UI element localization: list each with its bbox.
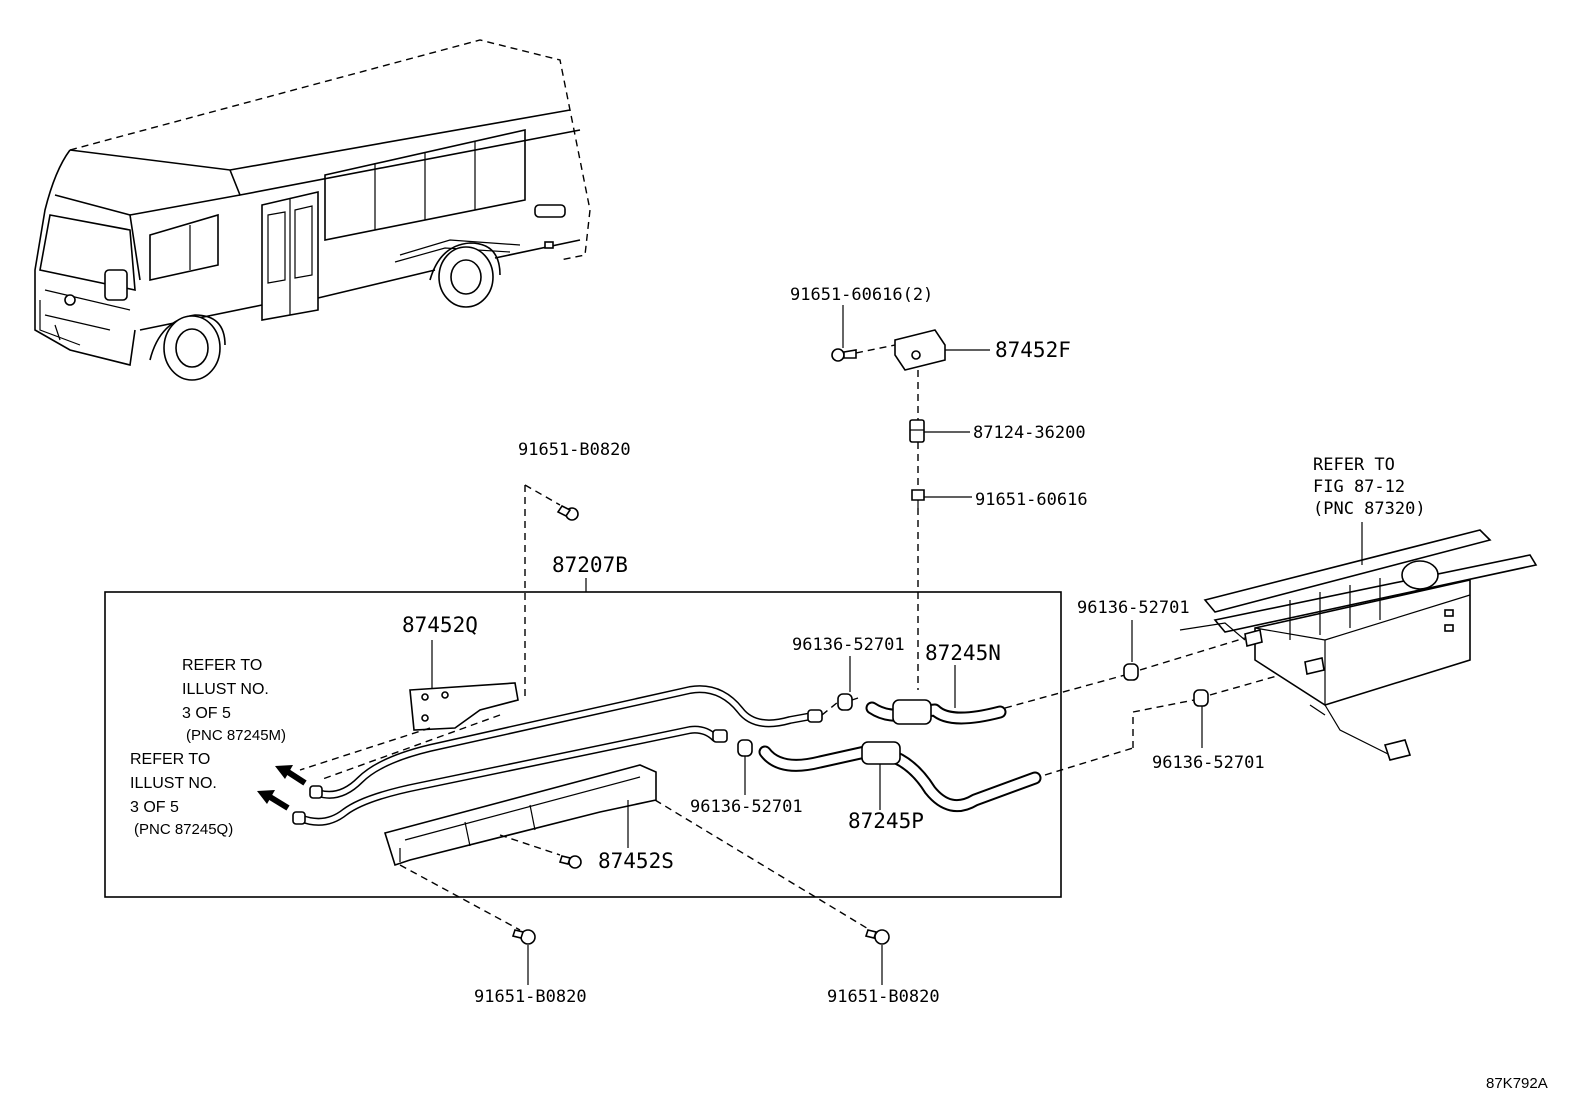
pipe-lower (296, 725, 728, 826)
label-87245p: 87245P (848, 809, 924, 833)
clip-icon (909, 419, 925, 443)
svg-text:REFER TO: REFER TO (130, 751, 210, 768)
svg-text:ILLUST NO.: ILLUST NO. (130, 775, 217, 792)
bolt-icon (556, 504, 579, 521)
pipe-upper (314, 685, 823, 799)
rear-wheel (429, 242, 501, 308)
label-96136-52701-right-top: 96136-52701 (1077, 598, 1190, 618)
bolt-icon (511, 929, 536, 945)
drawing-code: 87K792A (1486, 1075, 1548, 1092)
label-87452q: 87452Q (402, 613, 478, 637)
label-96136-52701-mid: 96136-52701 (690, 797, 803, 817)
refer-note-87245m: REFER TO ILLUST NO. 3 OF 5 (PNC 87245M) (182, 657, 286, 744)
hose-87245n (865, 699, 1007, 725)
label-91651-60616-2: 91651-60616(2) (790, 285, 933, 305)
svg-text:3 OF 5: 3 OF 5 (182, 705, 231, 722)
svg-text:ILLUST NO.: ILLUST NO. (182, 681, 269, 698)
clamp-icon (737, 739, 753, 757)
clamp-icon (837, 693, 859, 711)
heater-unit (1179, 529, 1538, 761)
clamp-icon (1193, 689, 1209, 707)
refer-note-87245q: REFER TO ILLUST NO. 3 OF 5 (PNC 87245Q) (130, 751, 233, 838)
label-87124-36200: 87124-36200 (973, 423, 1086, 443)
label-96136-52701-top: 96136-52701 (792, 635, 905, 655)
bolt-icon (911, 489, 925, 508)
bracket-87452q (299, 682, 519, 781)
clamp-icon (1123, 663, 1139, 681)
svg-text:(PNC 87245Q): (PNC 87245Q) (134, 821, 233, 838)
hose-87245p (758, 741, 1042, 813)
label-96136-52701-right-bottom: 96136-52701 (1152, 753, 1265, 773)
label-91651-60616: 91651-60616 (975, 490, 1088, 510)
svg-text:FIG 87-12: FIG 87-12 (1313, 477, 1405, 497)
label-91651-b0820-bottom-left: 91651-B0820 (474, 987, 587, 1007)
bus-illustration (34, 39, 591, 381)
assembly-label: 87207B (552, 553, 628, 577)
label-91651-b0820-top: 91651-B0820 (518, 440, 631, 460)
svg-text:REFER TO: REFER TO (1313, 455, 1395, 475)
label-91651-b0820-bottom-right: 91651-B0820 (827, 987, 940, 1007)
bolt-icon (558, 855, 582, 869)
assembly-box (104, 591, 1062, 898)
arrow-left-icon (257, 790, 290, 811)
front-wheel (149, 314, 226, 381)
bolt-icon (864, 929, 890, 945)
refer-note-fig-87-12: REFER TO FIG 87-12 (PNC 87320) (1313, 455, 1426, 519)
svg-text:3 OF 5: 3 OF 5 (130, 799, 179, 816)
label-87245n: 87245N (925, 641, 1001, 665)
label-87452s: 87452S (598, 849, 674, 873)
svg-text:(PNC 87245M): (PNC 87245M) (186, 727, 286, 744)
arrow-left-icon (275, 765, 307, 786)
bolt-icon (831, 348, 857, 362)
svg-text:(PNC 87320): (PNC 87320) (1313, 499, 1426, 519)
label-87452f: 87452F (995, 338, 1071, 362)
svg-text:REFER TO: REFER TO (182, 657, 262, 674)
bracket-87452f (894, 329, 990, 371)
